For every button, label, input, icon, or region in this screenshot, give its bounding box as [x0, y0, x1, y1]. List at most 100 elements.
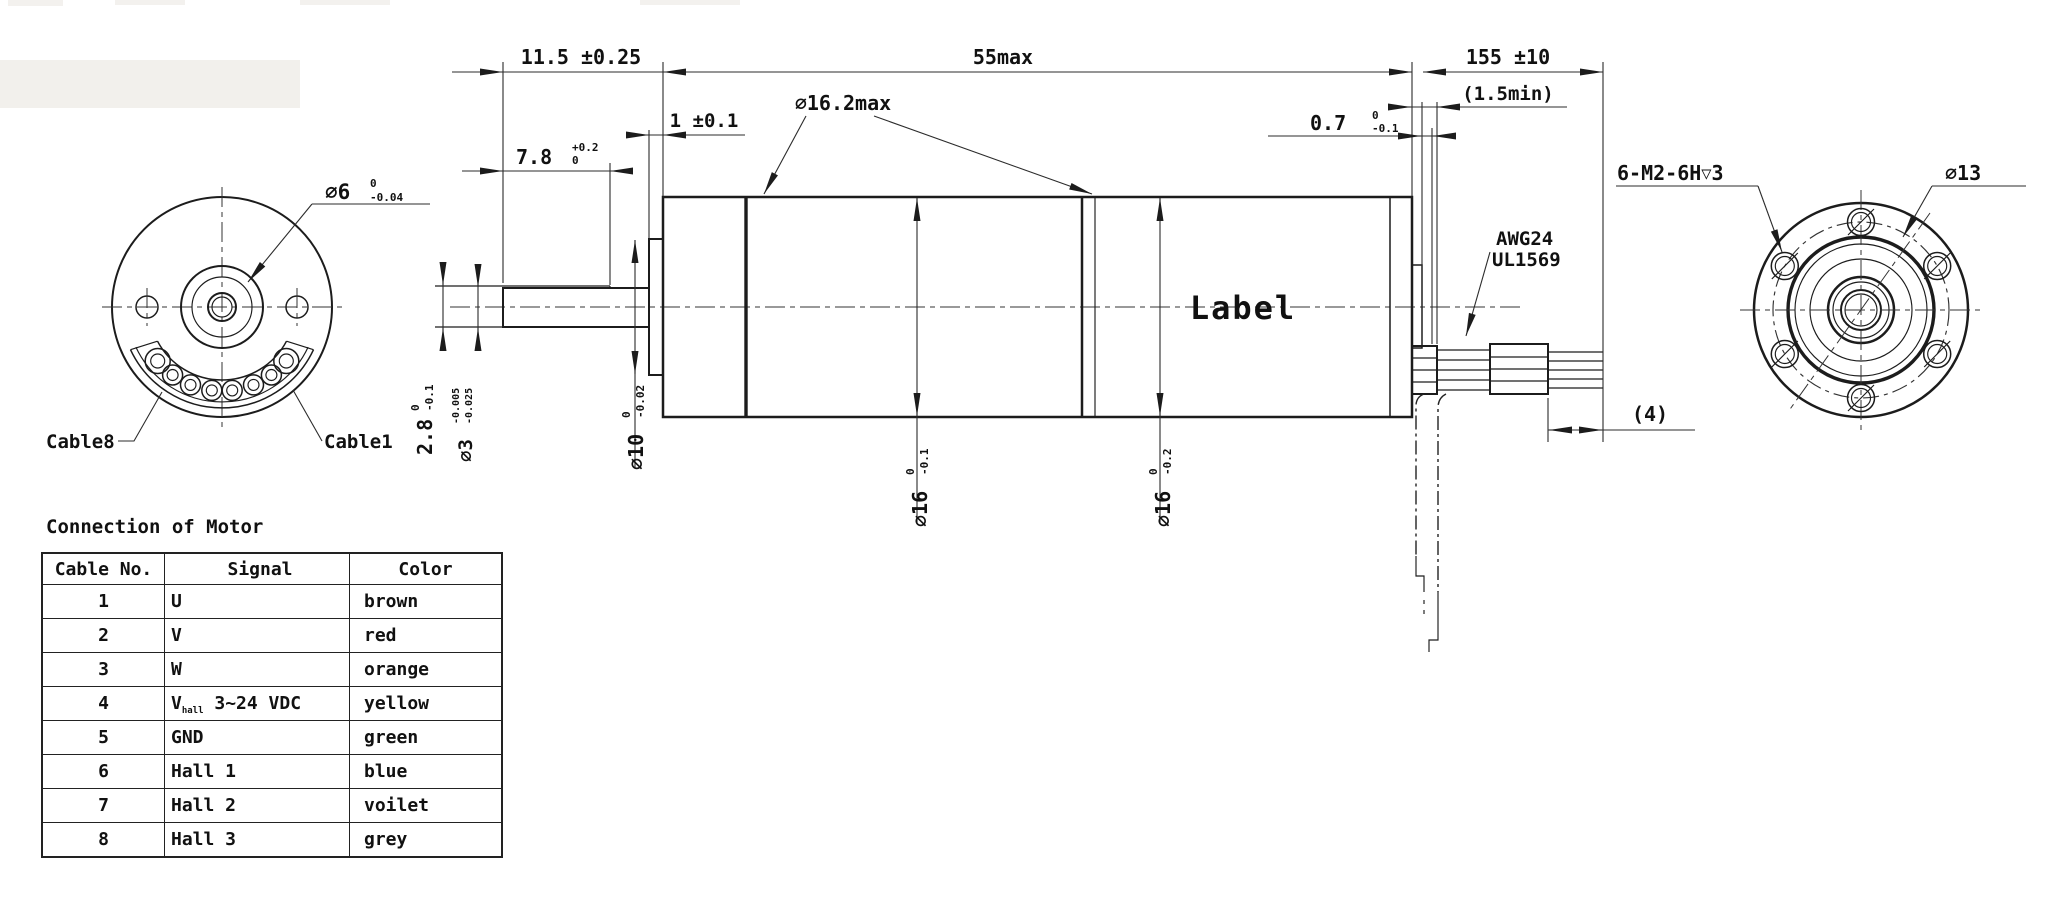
cell-color: orange — [349, 652, 503, 687]
cable8-leader — [118, 391, 163, 442]
dim-rear-step: 0.7 — [1310, 111, 1346, 135]
cell-color: green — [349, 720, 503, 755]
rear-end-view: 6-M2-6H▽3 ∅13 — [1616, 161, 2026, 430]
cell-color: brown — [349, 584, 503, 619]
front-dia-value: ∅6 — [325, 180, 350, 204]
cell-signal: U — [164, 584, 350, 619]
cell-cable-no: 7 — [41, 788, 165, 823]
svg-text:0: 0 — [409, 404, 422, 411]
dim-cable-min: (1.5min) — [1462, 83, 1554, 105]
svg-text:∅16: ∅16 — [908, 491, 932, 527]
dim-front-shaft-dia: ∅6 0 -0.04 — [247, 177, 430, 283]
front-shaft-hub — [180, 265, 264, 349]
cell-cable-no: 2 — [41, 618, 165, 653]
dim-rear-step-tol-up: 0 — [1372, 109, 1379, 122]
cell-cable-no: 6 — [41, 754, 165, 789]
side-view: Label — [435, 195, 1603, 652]
front-dia-tol-up: 0 — [370, 177, 377, 190]
cell-signal: Hall 3 — [164, 822, 350, 858]
svg-text:-0.025: -0.025 — [464, 388, 475, 424]
svg-text:-0.02: -0.02 — [634, 385, 647, 418]
cell-signal: V — [164, 618, 350, 653]
cell-cable-no: 4 — [41, 686, 165, 721]
cell-color: blue — [349, 754, 503, 789]
wire-bundle — [1437, 349, 1490, 391]
dim-cable-length: 155 ±10 — [1466, 45, 1550, 69]
dim-shaft-length: 11.5 ±0.25 — [521, 45, 641, 69]
table-row: 1 U brown — [41, 584, 503, 619]
cell-cable-no: 8 — [41, 822, 165, 858]
cell-signal: Hall 2 — [164, 788, 350, 823]
phantom-cable-route — [1415, 393, 1447, 652]
cell-color: yellow — [349, 686, 503, 721]
dimensions: 11.5 ±0.25 55max 155 ±10 (1.5min) 0.7 0 … — [409, 45, 1695, 527]
dim-flat-length-tol-up: +0.2 — [572, 141, 599, 154]
cell-signal: W — [164, 652, 350, 687]
bolt-circle-dia: ∅13 — [1945, 161, 1981, 185]
header-signal: Signal — [164, 552, 350, 585]
svg-text:0: 0 — [904, 468, 917, 475]
svg-text:-0.005: -0.005 — [451, 388, 462, 424]
table-row: 6 Hall 1 blue — [41, 754, 503, 789]
dim-boss-thickness: 1 ±0.1 — [670, 110, 739, 132]
front-end-view: Cable8 Cable1 ∅6 0 -0.04 — [46, 177, 430, 453]
depth-symbol-icon: ▽ — [1701, 164, 1712, 184]
cell-signal: Hall 1 — [164, 754, 350, 789]
table-row: 5 GND green — [41, 720, 503, 755]
cell-signal: Vhall 3~24 VDC — [164, 686, 350, 721]
cell-cable-no: 1 — [41, 584, 165, 619]
rear-cable-exit — [1411, 264, 1603, 395]
dim-body-length: 55max — [973, 45, 1033, 69]
body-label-text: Label — [1190, 289, 1296, 327]
tapped-holes — [1770, 207, 1952, 413]
svg-text:6-M2-6H▽3: 6-M2-6H▽3 — [1617, 161, 1724, 185]
dim-tap-note: 6-M2-6H▽3 — [1616, 161, 1783, 253]
svg-text:-0.1: -0.1 — [423, 384, 436, 411]
svg-text:∅3: ∅3 — [455, 439, 477, 462]
stripped-wires — [1548, 351, 1603, 389]
dim-rear-step-tol-dn: -0.1 — [1372, 122, 1399, 135]
svg-text:0: 0 — [620, 411, 633, 418]
table-row: 3 W orange — [41, 652, 503, 687]
header-cable-no: Cable No. — [41, 552, 165, 585]
tap-depth: 3 — [1712, 161, 1724, 185]
dim-flat-height: 2.8 0 -0.1 — [409, 384, 437, 455]
dim-bolt-circle: ∅13 — [1902, 161, 2026, 238]
svg-text:∅10: ∅10 — [624, 434, 648, 470]
connection-table-title: Connection of Motor — [46, 516, 264, 538]
wire-gauge-note: AWG24 — [1496, 228, 1553, 250]
dim-shaft-dia: ∅3 -0.005 -0.025 — [451, 388, 477, 462]
watermark — [0, 0, 740, 108]
cell-cable-no: 5 — [41, 720, 165, 755]
cable-cross-sections — [144, 347, 300, 402]
header-color: Color — [349, 552, 503, 585]
cell-color: grey — [349, 822, 503, 858]
dim-flat-length: 7.8 — [516, 145, 552, 169]
svg-text:0: 0 — [1147, 468, 1160, 475]
svg-text:-0.2: -0.2 — [1161, 449, 1174, 476]
dim-boss-dia: ∅10 0 -0.02 — [620, 385, 648, 470]
svg-text:2.8: 2.8 — [413, 419, 437, 455]
cell-color: red — [349, 618, 503, 653]
table-row: 2 V red — [41, 618, 503, 653]
table-row: 8 Hall 3 grey — [41, 822, 503, 858]
front-dia-tol-dn: -0.04 — [370, 191, 403, 204]
wire-standard-note: UL1569 — [1492, 249, 1561, 271]
dim-body-dia: ∅16.2max — [795, 91, 891, 115]
dim-motor-dia: ∅16 0 -0.2 — [1147, 449, 1175, 528]
table-header-row: Cable No. Signal Color — [41, 552, 503, 585]
connection-table: Cable No. Signal Color 1 U brown 2 V red… — [41, 552, 503, 858]
cable8-label: Cable8 — [46, 431, 115, 453]
tap-note: 6-M2-6H — [1617, 161, 1701, 185]
dim-strip-length: (4) — [1632, 402, 1668, 426]
cell-cable-no: 3 — [41, 652, 165, 687]
dim-gear-dia: ∅16 0 -0.1 — [904, 448, 932, 527]
table-row: 4 Vhall 3~24 VDC yellow — [41, 686, 503, 721]
svg-text:-0.1: -0.1 — [918, 448, 931, 475]
cable1-label: Cable1 — [324, 431, 393, 453]
dim-flat-length-tol-dn: 0 — [572, 154, 579, 167]
svg-text:∅16: ∅16 — [1151, 491, 1175, 527]
cable1-leader — [292, 389, 323, 442]
